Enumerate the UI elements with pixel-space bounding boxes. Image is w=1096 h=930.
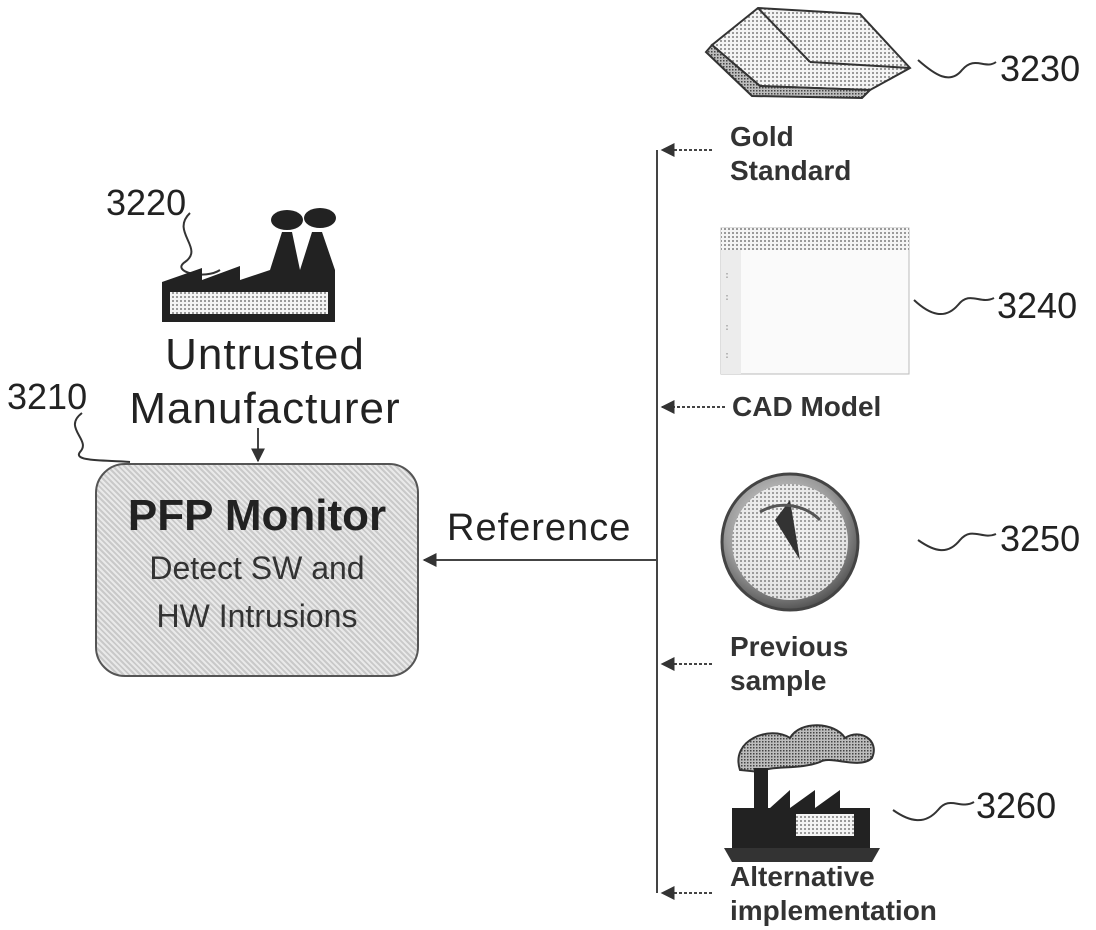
leader-3250 <box>917 532 997 552</box>
svg-text::: : <box>724 292 730 303</box>
cad-model-label-line1: CAD Model <box>732 391 882 422</box>
globe-sample-icon <box>720 472 860 612</box>
ref-number-3220: 3220 <box>106 182 187 223</box>
manufacturer-label-line2: Manufacturer <box>129 384 401 433</box>
ref-number-3210: 3210 <box>7 376 88 417</box>
factory-icon <box>162 208 336 322</box>
monitor-subtitle-line2: HW Intrusions <box>156 598 358 634</box>
alternative-implementation-label-line1: Alternative <box>730 861 875 892</box>
leader-3230 <box>917 59 997 79</box>
alternative-implementation-label-line2: implementation <box>730 895 937 926</box>
ref-number-3250: 3250 <box>1000 518 1081 559</box>
leader-3260 <box>892 801 975 822</box>
manufacturer-label-line1: Untrusted <box>165 330 365 379</box>
cad-model-label: CAD Model <box>732 390 881 424</box>
previous-sample-label-line2: sample <box>730 665 827 696</box>
leader-3240 <box>913 297 995 315</box>
reference-label: Reference <box>447 507 632 549</box>
svg-text::: : <box>724 270 730 281</box>
smoking-factory-icon <box>724 724 880 862</box>
svg-text::: : <box>724 350 730 361</box>
ref-number-3260: 3260 <box>976 785 1057 826</box>
leader-3220 <box>180 212 221 276</box>
gold-standard-label: Gold Standard <box>730 120 851 188</box>
previous-sample-label-line1: Previous <box>730 631 849 662</box>
leader-3210 <box>74 412 131 463</box>
monitor-title: PFP Monitor <box>127 491 387 540</box>
svg-text::: : <box>724 322 730 333</box>
ref-number-3230: 3230 <box>1000 48 1081 89</box>
manufacturer-label: Untrusted Manufacturer <box>120 328 410 436</box>
ref-number-3240: 3240 <box>997 285 1078 326</box>
monitor-subtitle-line1: Detect SW and <box>149 550 365 586</box>
gold-bars-icon <box>704 6 912 100</box>
gold-standard-label-line1: Gold <box>730 121 794 152</box>
alternative-implementation-label: Alternative implementation <box>730 860 937 928</box>
cad-window-icon: : : : : <box>720 227 910 375</box>
previous-sample-label: Previous sample <box>730 630 848 698</box>
pfp-monitor-box: PFP Monitor Detect SW and HW Intrusions <box>95 463 419 677</box>
gold-standard-label-line2: Standard <box>730 155 852 186</box>
